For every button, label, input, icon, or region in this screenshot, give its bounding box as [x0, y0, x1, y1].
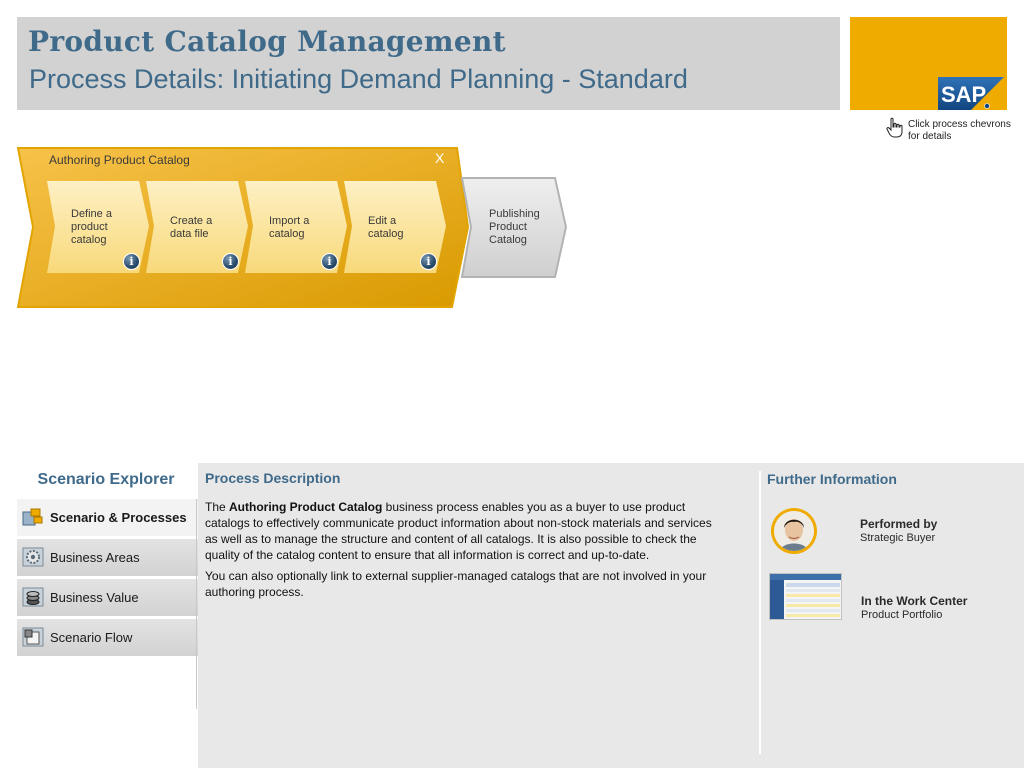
person-icon: [774, 511, 814, 551]
work-center-thumbnail: [769, 573, 842, 620]
description-text: The: [205, 500, 230, 514]
gear-icon: [22, 547, 44, 567]
sap-logo: SAP: [938, 77, 1004, 110]
nav-item-business-areas[interactable]: Business Areas: [17, 539, 198, 576]
explorer-nav: Scenario & Processes Business Areas Busi…: [17, 499, 198, 659]
performed-by-label: Performed by: [860, 517, 938, 531]
nav-item-scenario-flow[interactable]: Scenario Flow: [17, 619, 198, 656]
step-label-2[interactable]: Create a data file: [170, 215, 213, 240]
info-icon[interactable]: i: [420, 253, 437, 270]
column-divider: [759, 471, 761, 754]
hint: Click process chevrons for details: [884, 117, 1014, 147]
nav-item-business-value[interactable]: Business Value: [17, 579, 198, 616]
further-information-title: Further Information: [767, 471, 897, 487]
avatar: [771, 508, 817, 554]
next-step-label[interactable]: Publishing Product Catalog: [489, 208, 540, 246]
header-banner: Product Catalog Management Process Detai…: [17, 17, 840, 110]
step-label-3[interactable]: Import a catalog: [269, 215, 310, 240]
description-bold-term: Authoring Product Catalog: [229, 500, 383, 514]
step-chevron-3: [245, 181, 347, 273]
info-icon[interactable]: i: [123, 253, 140, 270]
description-paragraph-1: The Authoring Product Catalog business p…: [205, 499, 720, 563]
info-icon[interactable]: i: [222, 253, 239, 270]
scenario-icon: [22, 508, 43, 526]
nav-item-label: Business Value: [50, 590, 139, 605]
group-label: Authoring Product Catalog: [49, 153, 190, 167]
nav-item-label: Scenario & Processes: [50, 510, 187, 525]
nav-divider: [196, 499, 197, 709]
step-label-1[interactable]: Define a product catalog: [71, 208, 112, 246]
explorer-title: Scenario Explorer: [37, 471, 175, 488]
page-title: Product Catalog Management: [28, 25, 506, 58]
flow-icon: [22, 627, 44, 647]
page-subtitle: Process Details: Initiating Demand Plann…: [29, 64, 688, 94]
nav-item-scenario-processes[interactable]: Scenario & Processes: [17, 499, 198, 536]
nav-item-label: Scenario Flow: [50, 630, 133, 645]
info-icon[interactable]: i: [321, 253, 338, 270]
process-description-body: The Authoring Product Catalog business p…: [205, 499, 720, 605]
screenshot-icon: [770, 574, 841, 619]
performed-by-value: Strategic Buyer: [860, 532, 936, 544]
work-center-label: In the Work Center: [861, 594, 968, 608]
step-chevron-2: [146, 181, 248, 273]
process-description-title: Process Description: [205, 470, 341, 486]
step-label-4[interactable]: Edit a catalog: [368, 215, 404, 240]
nav-item-label: Business Areas: [50, 550, 140, 565]
description-text: business process enables you as a buyer …: [205, 500, 712, 562]
hint-text: Click process chevrons for details: [908, 119, 1011, 142]
work-center-value[interactable]: Product Portfolio: [861, 609, 943, 621]
hand-pointer-icon: [886, 117, 903, 138]
next-step-chevron: [460, 177, 568, 278]
sap-logo-block: SAP: [850, 17, 1007, 110]
process-flow: Authoring Product Catalog X Define a pro…: [17, 147, 577, 312]
coins-icon: [22, 587, 44, 607]
step-chevron-4: [344, 181, 446, 273]
content-panel: Process Description The Authoring Produc…: [198, 463, 1024, 768]
close-icon[interactable]: X: [435, 150, 445, 166]
description-paragraph-2: You can also optionally link to external…: [205, 569, 707, 599]
sap-logo-text: SAP: [941, 82, 986, 107]
step-chevron-1: [47, 181, 149, 273]
